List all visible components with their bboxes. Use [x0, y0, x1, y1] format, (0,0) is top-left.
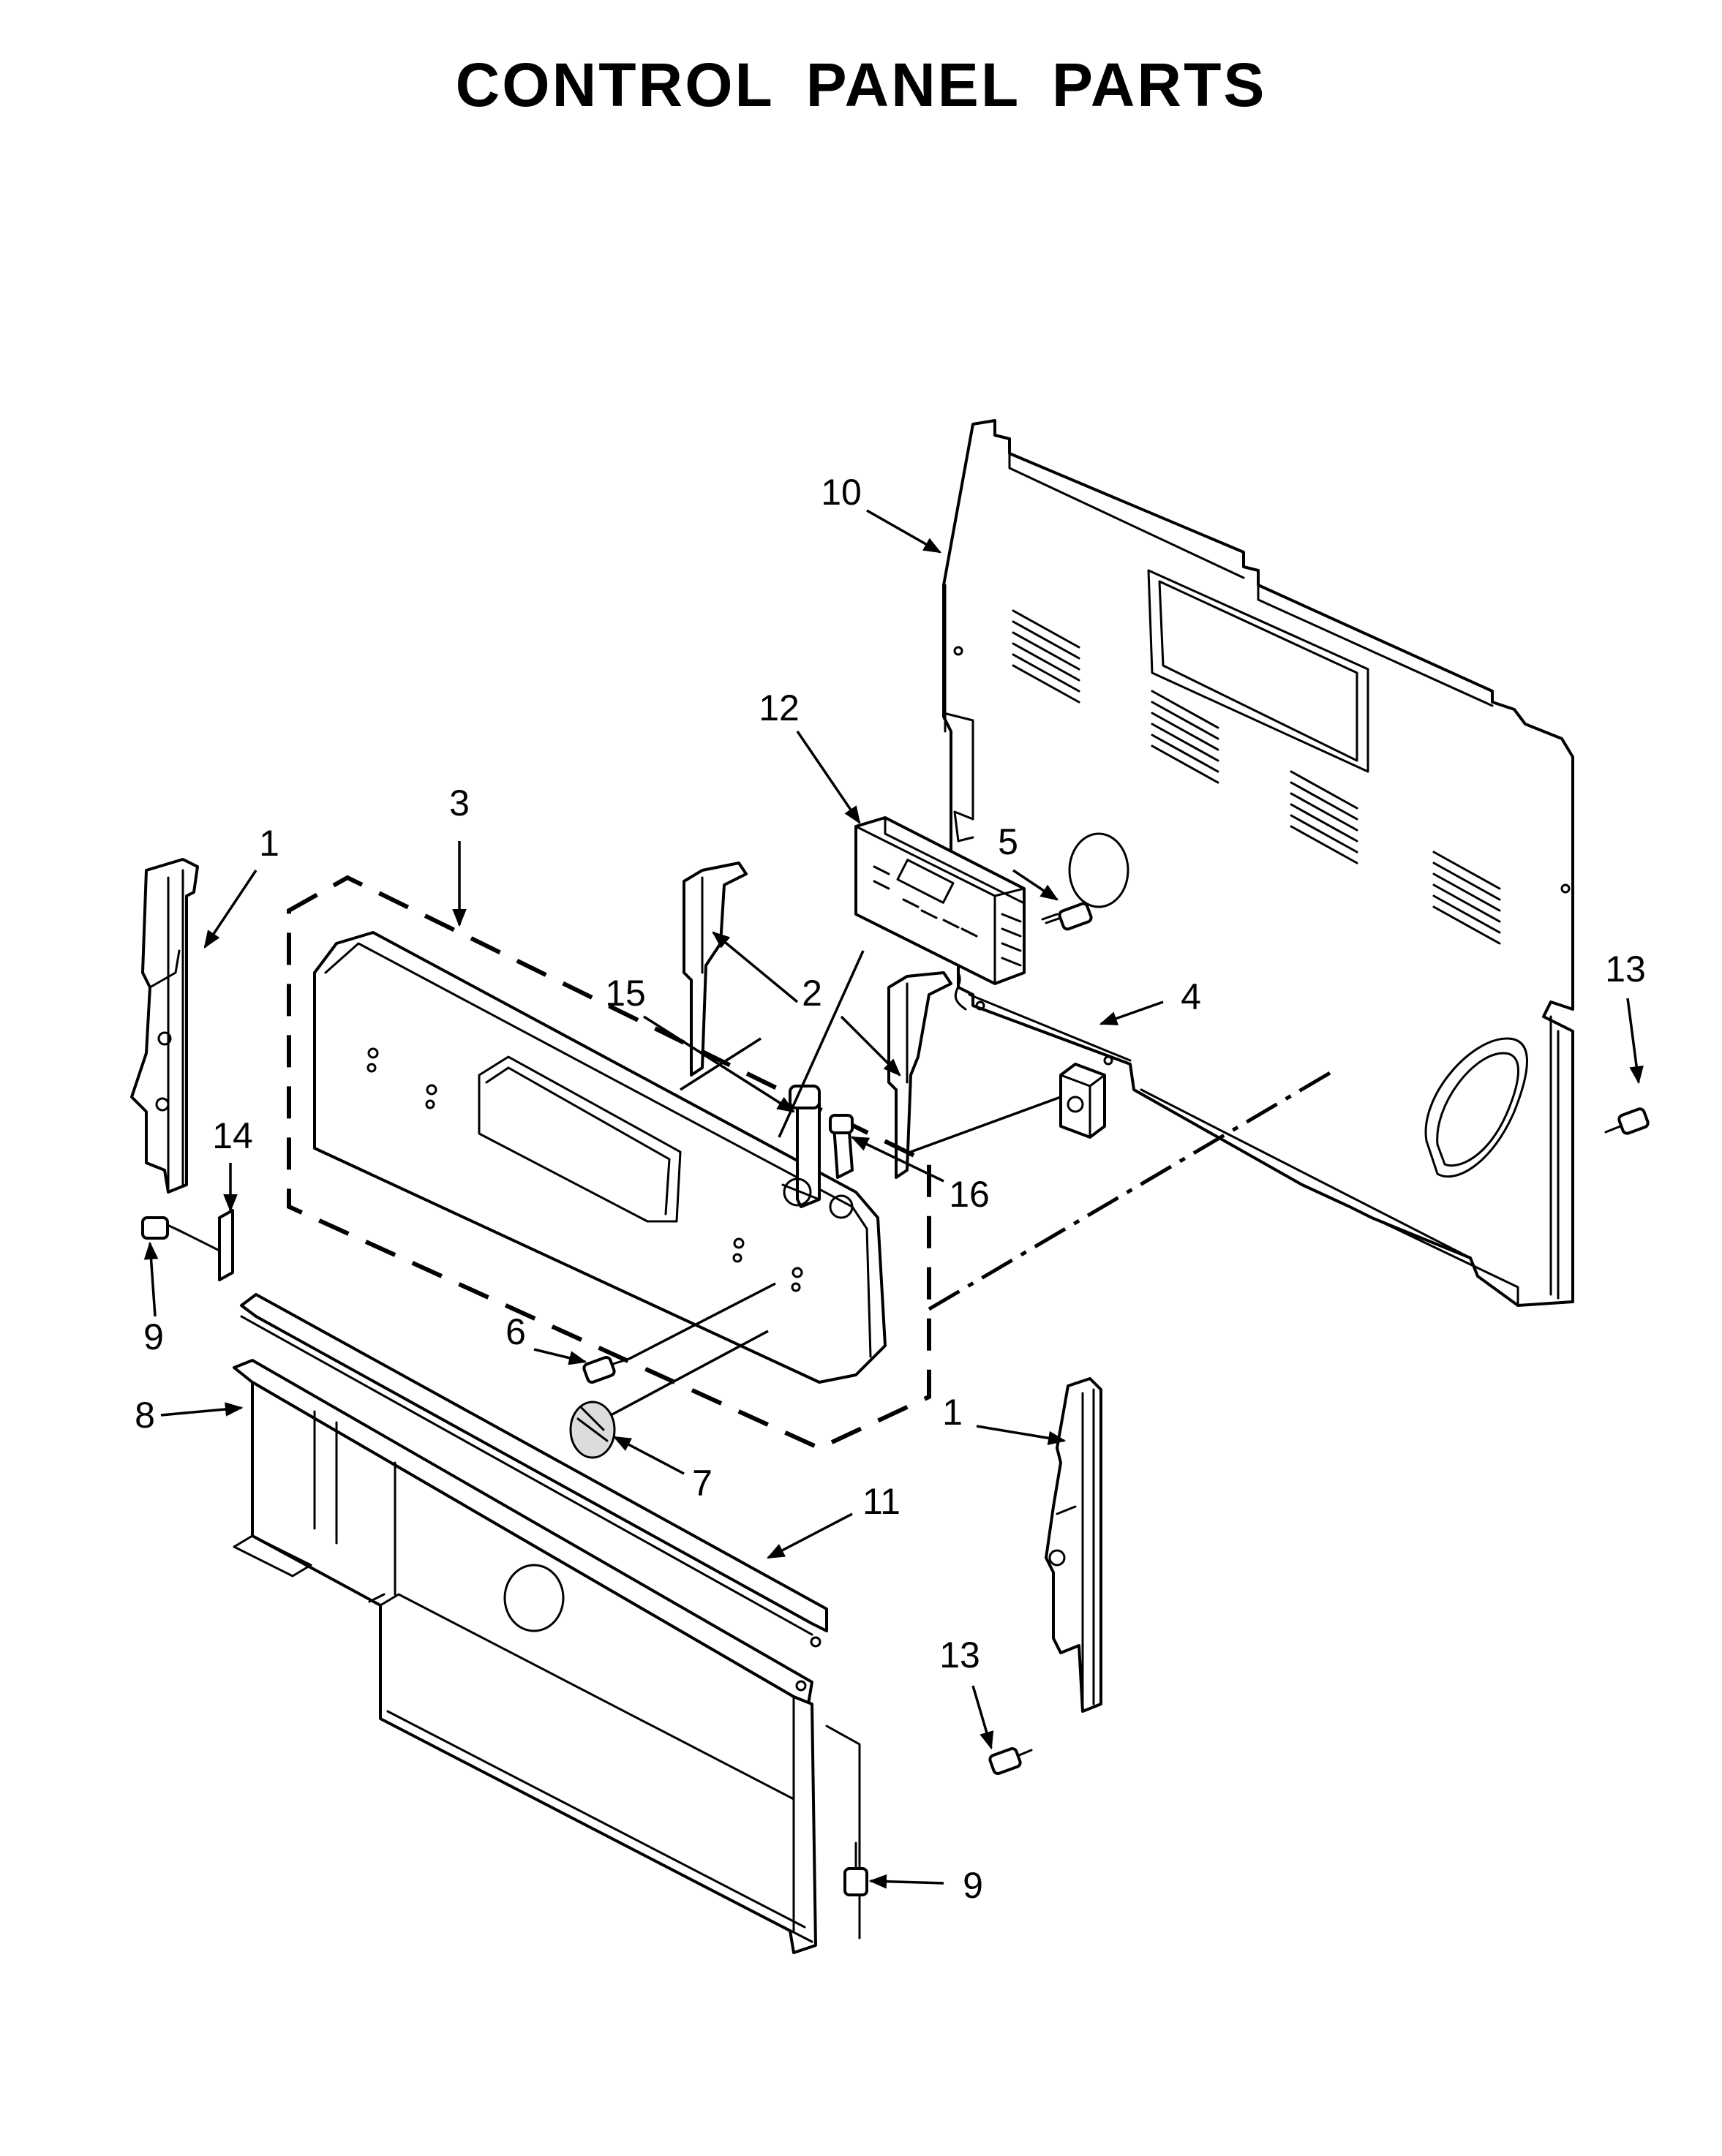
callout-14: 14 — [212, 1115, 253, 1156]
console-outline — [287, 875, 931, 1451]
terminal-block — [1059, 1063, 1106, 1139]
callout-13-top: 13 — [1605, 949, 1646, 990]
page-title: CONTROL PANEL PARTS — [455, 50, 1267, 119]
screw-9-left — [141, 1216, 184, 1240]
console-bracket-right — [887, 971, 952, 1179]
callout-12: 12 — [759, 687, 800, 728]
console-panel — [313, 931, 887, 1384]
callout-5: 5 — [998, 821, 1018, 862]
callout-11: 11 — [862, 1481, 901, 1522]
callout-10: 10 — [821, 472, 862, 513]
arrow-11 — [766, 1512, 853, 1559]
callout-4: 4 — [1181, 976, 1201, 1017]
arrow-16 — [850, 1136, 944, 1183]
callout-1-right: 1 — [942, 1392, 963, 1433]
vent-slots — [1012, 609, 1501, 945]
callout-8: 8 — [135, 1395, 155, 1436]
alignment-line-block — [910, 1096, 1061, 1153]
callout-9-left: 9 — [143, 1316, 164, 1357]
switch-mount-hole-2 — [829, 1194, 854, 1219]
grommet-ring — [1068, 832, 1129, 908]
arrow-13-bottom — [971, 1685, 994, 1750]
end-cap-right — [1045, 1377, 1102, 1713]
callout-7: 7 — [692, 1463, 713, 1504]
rear-control-panel — [942, 419, 1574, 1307]
callout-6: 6 — [505, 1311, 526, 1352]
callout-2: 2 — [802, 973, 822, 1014]
callout-15: 15 — [605, 973, 646, 1014]
arrow-12 — [796, 731, 861, 825]
callout-3: 3 — [449, 783, 470, 823]
electronic-control-board — [854, 816, 1026, 1011]
screw-9-bottom — [843, 1842, 868, 1896]
arrow-9-bottom — [868, 1874, 944, 1889]
callout-9-bottom: 9 — [963, 1865, 983, 1906]
screw-5 — [1041, 902, 1093, 931]
alignment-line-console-to-panel — [928, 1066, 1340, 1311]
knob-7 — [569, 1330, 769, 1459]
arrow-10 — [866, 509, 942, 554]
arrow-15 — [643, 1015, 796, 1113]
arrow-5 — [1012, 869, 1059, 901]
arrow-7 — [612, 1436, 685, 1475]
screw-13-top — [1604, 1107, 1650, 1135]
arrow-2-right — [840, 1015, 901, 1077]
end-cap-left — [130, 858, 199, 1194]
arrow-9-left — [143, 1241, 159, 1317]
arrow-6 — [533, 1348, 587, 1365]
arrow-2-left — [712, 931, 799, 1003]
switch-mount-hole — [783, 1177, 812, 1207]
callout-16: 16 — [949, 1174, 990, 1215]
arrow-13-top — [1626, 998, 1644, 1085]
screw-6 — [582, 1282, 776, 1384]
console-bracket-left — [683, 862, 748, 1077]
arrow-1-left — [203, 870, 257, 949]
arrow-4 — [1099, 1000, 1164, 1025]
bracket-14 — [174, 1209, 234, 1281]
callout-13-bottom: 13 — [939, 1635, 980, 1676]
touch-switch-15 — [781, 1085, 821, 1208]
arrow-1-right — [976, 1425, 1067, 1446]
callout-1-left: 1 — [259, 823, 279, 864]
switch-16 — [829, 1114, 854, 1179]
screw-13-bottom — [988, 1746, 1033, 1776]
arrow-8 — [160, 1402, 244, 1417]
manifold-panel — [233, 1293, 861, 1954]
